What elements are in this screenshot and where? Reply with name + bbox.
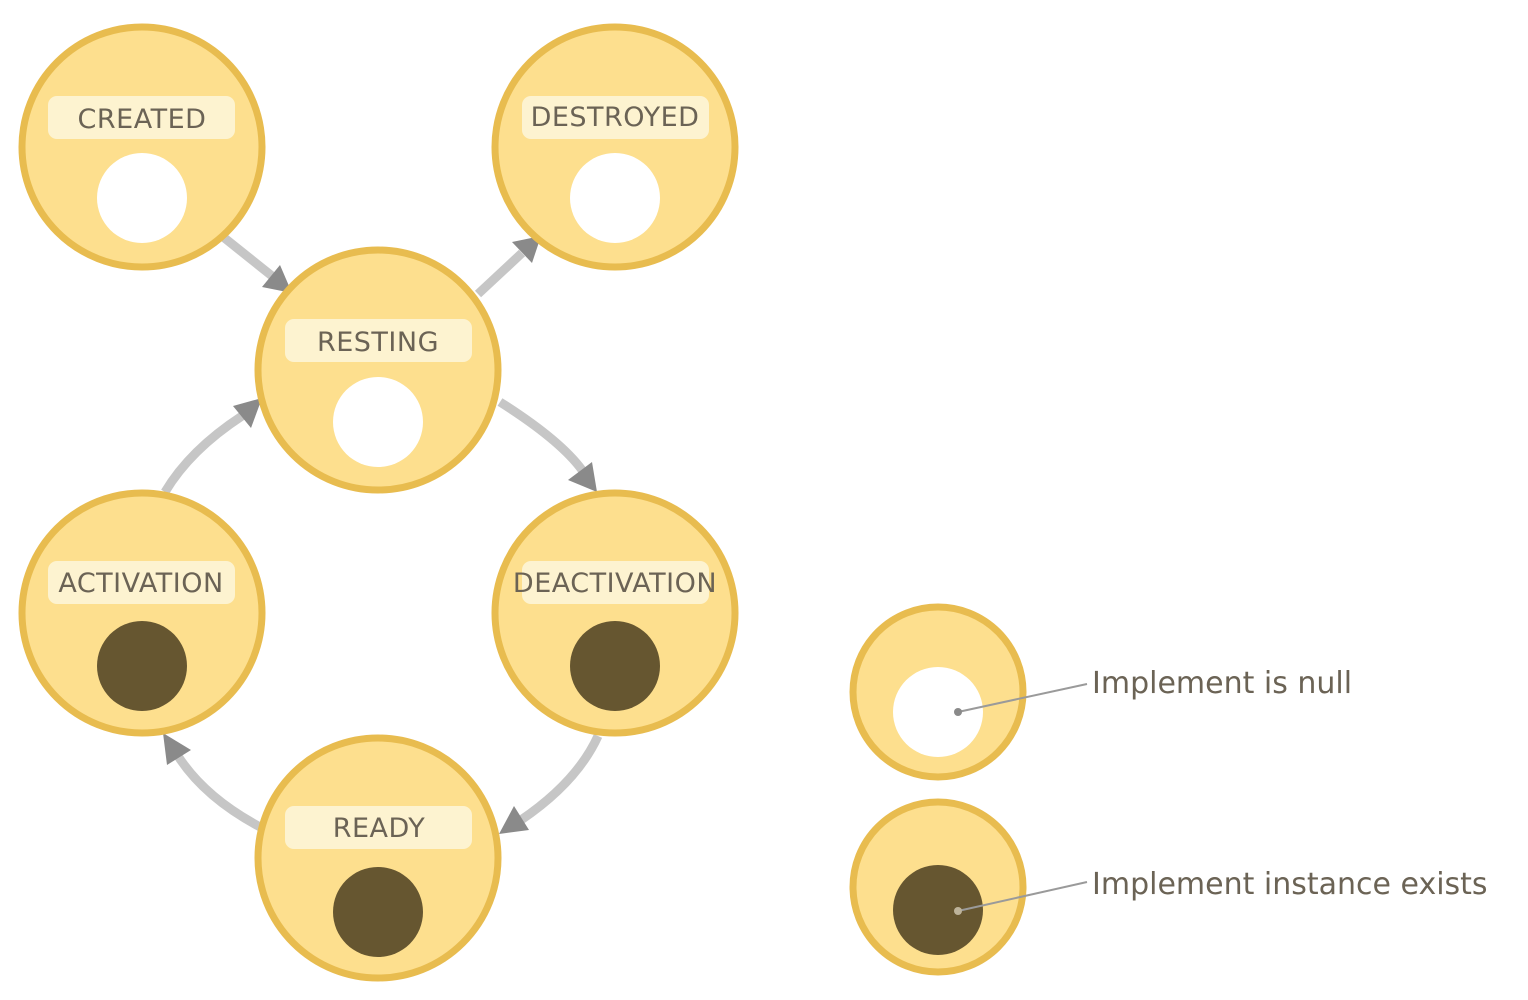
legend-leader-line [957,881,1088,912]
arrow-resting-to-deactivation [497,398,597,492]
instance-implement-marker [570,621,660,711]
state-node-deactivation: DEACTIVATION [491,489,739,737]
null-implement-marker [570,153,660,243]
legend: Implement is null Implement instance exi… [849,603,1488,976]
state-label-created: CREATED [78,104,207,135]
arrow-deactivation-to-ready [499,734,603,834]
state-label-destroyed: DESTROYED [531,102,700,133]
state-label-resting: RESTING [317,327,439,358]
state-node-activation: ACTIVATION [18,489,266,737]
legend-leader-line [957,683,1088,713]
null-implement-marker [893,667,983,757]
legend-label-instance: Implement instance exists [1092,867,1488,902]
state-node-ready: READY [254,734,502,982]
instance-implement-marker [893,865,983,955]
arrow-resting-to-destroyed [474,236,541,298]
instance-implement-marker [333,867,423,957]
null-implement-marker [97,153,187,243]
state-node-created: CREATED [18,23,266,271]
state-label-ready: READY [333,813,426,844]
null-implement-marker [333,377,423,467]
state-label-deactivation: DEACTIVATION [513,568,717,599]
legend-label-null: Implement is null [1092,666,1352,701]
instance-implement-marker [97,621,187,711]
state-node-resting: RESTING [254,246,502,494]
legend-item-instance: Implement instance exists [849,798,1488,976]
arrow-created-to-resting [219,232,292,293]
state-label-activation: ACTIVATION [58,568,223,599]
legend-item-null: Implement is null [849,603,1352,781]
arrow-activation-to-resting [161,398,262,495]
arrow-ready-to-activation [163,733,265,832]
state-node-destroyed: DESTROYED [491,23,739,271]
transitions [161,232,603,834]
